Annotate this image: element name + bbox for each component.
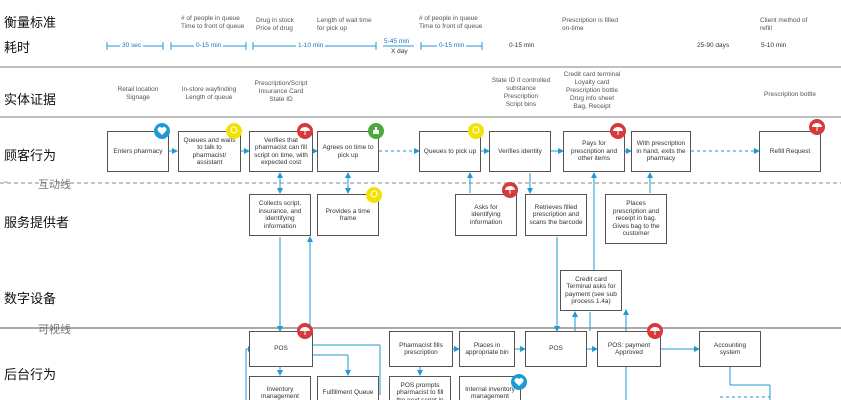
evidence-item: Retail location Signage xyxy=(117,86,159,101)
time-label: 5-45 min xyxy=(384,38,410,45)
backstage-action-box: POS prompts pharmacist to fill the next … xyxy=(389,376,451,400)
row-label-digital: 数字设备 xyxy=(4,291,57,306)
customer-action-box: Pays for prescription and other items xyxy=(563,131,625,172)
umbrella-icon xyxy=(610,123,626,139)
interaction-dash: - xyxy=(4,176,8,188)
customer-action-box: With prescription in hand, exits the pha… xyxy=(631,131,691,172)
lightbulb-icon xyxy=(366,187,382,203)
provider-action-box: Asks for identifying information xyxy=(455,194,517,236)
metric-annotation: Prescription is filled on-time xyxy=(562,17,618,32)
time-label: 5-10 min xyxy=(761,42,787,49)
time-label: 0-15 min xyxy=(509,42,535,49)
customer-action-box: Queues to pick up xyxy=(419,131,481,172)
backstage-action-box: Accounting system xyxy=(699,331,761,367)
backstage-action-box: Places in appropriate bin xyxy=(459,331,515,367)
provider-action-box: Collects script, insurance, and identify… xyxy=(249,194,311,236)
row-label-provider: 服务提供者 xyxy=(4,215,70,230)
row-label-metric: 衡量标准 xyxy=(4,15,57,30)
time-label: 25-90 days xyxy=(697,42,730,49)
time-label: 30 sec xyxy=(120,42,144,49)
row-label-customer-actions: 顾客行为 xyxy=(4,148,57,163)
row-label-physical-evidence: 实体证据 xyxy=(4,92,57,107)
umbrella-icon xyxy=(809,119,825,135)
metric-annotation: # of people in queue Time to front of qu… xyxy=(419,15,483,30)
umbrella-icon xyxy=(297,323,313,339)
customer-action-box: Refill Request xyxy=(759,131,821,172)
backstage-action-box: Inventory management xyxy=(249,376,311,400)
provider-action-box: Retrieves filled prescription and scans … xyxy=(525,194,587,236)
backstage-action-box: Pharmacist fills prescription xyxy=(389,331,453,367)
thumbs-up-icon xyxy=(368,123,384,139)
row-label-time: 耗时 xyxy=(4,40,31,55)
time-label: 0-15 min xyxy=(194,42,224,49)
interaction-line-label: 互动线 xyxy=(38,179,71,191)
backstage-action-box: Internal inventory management xyxy=(459,376,521,400)
customer-action-box: Verifies identity xyxy=(489,131,551,172)
backstage-action-box: POS xyxy=(525,331,587,367)
time-label: 1-10 min xyxy=(296,42,326,49)
heart-icon xyxy=(511,374,527,390)
umbrella-icon xyxy=(647,323,663,339)
heart-icon xyxy=(154,123,170,139)
metric-annotation: # of people in queue Time to front of qu… xyxy=(181,15,245,30)
customer-action-box: Enters pharmacy xyxy=(107,131,169,172)
time-label: 0-15 min xyxy=(437,42,467,49)
customer-action-box: Agrees on time to pick up xyxy=(317,131,379,172)
evidence-item: In-store wayfinding Length of queue xyxy=(181,86,237,101)
metric-annotation: Drug in stock Price of drug xyxy=(256,17,294,32)
metric-annotation: Client method of refill xyxy=(760,17,808,32)
provider-action-box: Provides a time frame xyxy=(317,194,379,236)
evidence-item: Prescription/Script Insurance Card State… xyxy=(254,80,308,103)
backstage-action-box: Fulfillment Queue xyxy=(317,376,379,400)
umbrella-icon xyxy=(297,123,313,139)
time-label: X day xyxy=(391,48,408,55)
umbrella-icon xyxy=(502,182,518,198)
metric-annotation: Length of wait time for pick up xyxy=(317,17,372,32)
evidence-item: Credit card terminal Loyalty card Prescr… xyxy=(563,71,621,110)
evidence-item: Prescription bottle xyxy=(763,91,817,98)
evidence-item: State ID if controlled substance Prescri… xyxy=(491,77,551,108)
digital-action-box: Credit card Terminal asks for payment (s… xyxy=(560,270,622,311)
lightbulb-icon xyxy=(226,123,242,139)
lightbulb-icon xyxy=(468,123,484,139)
provider-action-box: Places prescription and receipt in bag. … xyxy=(605,194,667,244)
visibility-line-label: 可视线 xyxy=(38,324,71,336)
row-label-backstage: 后台行为 xyxy=(4,367,57,382)
